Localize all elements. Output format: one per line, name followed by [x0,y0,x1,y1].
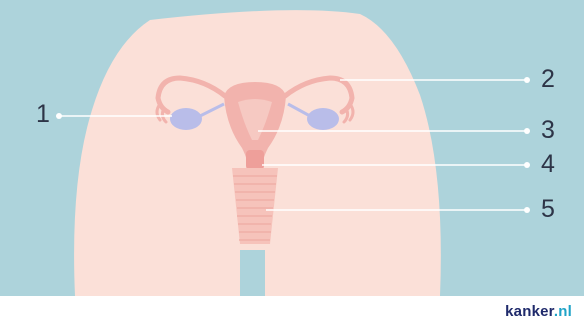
kanker-logo[interactable]: kanker.nl [505,303,572,320]
right-ovary [307,108,339,130]
callout-number-1: 1 [36,102,50,127]
left-ovary [170,108,202,130]
logo-tld: .nl [554,303,572,320]
callout-number-5: 5 [541,197,555,222]
logo-name: kanker [505,303,554,320]
anatomy-drawing [0,0,584,296]
callout-number-4: 4 [541,152,555,177]
callout-number-3: 3 [541,118,555,143]
vagina [232,168,278,244]
anatomy-illustration: 1 2 3 4 5 [0,0,584,296]
footer: kanker.nl [0,296,584,323]
cervix [246,150,264,170]
callout-number-2: 2 [541,67,555,92]
